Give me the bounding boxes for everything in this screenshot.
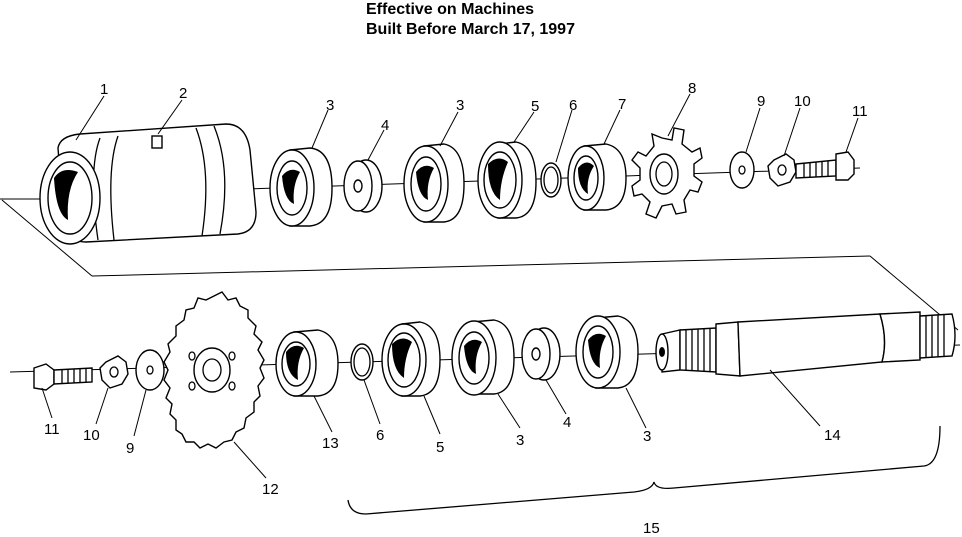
callout-top-3b: 3 [456,97,464,114]
diagram-title-line-2: Built Before March 17, 1997 [366,21,575,38]
housing-part-1 [39,123,257,245]
callout-bottom-4: 4 [563,414,571,431]
callout-bottom-13: 13 [322,435,339,452]
bearing-part-3-c [451,319,515,396]
lockwasher-part-10-b [99,355,129,389]
bearing-part-3-a [269,147,333,227]
top-callouts: 1 2 3 4 3 5 6 7 8 9 10 11 [100,80,868,134]
oring-part-6-a [540,162,562,198]
callout-top-11: 11 [852,103,868,120]
bearing-part-5-b [381,321,441,397]
callout-bottom-12: 12 [262,481,279,498]
callout-top-4: 4 [381,117,389,134]
lockwasher-part-10-a [767,153,797,187]
callout-bottom-3a: 3 [516,432,524,449]
callout-top-3a: 3 [326,97,334,114]
callout-top-2: 2 [179,85,187,102]
bolt-part-11-b [33,363,93,391]
washer-part-9-a [729,151,755,189]
bearing-part-3-b [403,143,465,223]
diagram-title-line-1: Effective on Machines [366,1,534,18]
shaft-part-14 [655,311,956,377]
callout-top-10: 10 [794,93,811,110]
top-callout-leaders [75,93,859,163]
callout-top-8: 8 [688,80,696,97]
callout-bottom-14: 14 [824,427,841,444]
spacer-part-4-a [343,159,383,213]
callout-top-1: 1 [100,81,108,98]
bottom-callout-leaders [41,369,821,479]
callout-bottom-3b: 3 [643,428,651,445]
callout-bottom-5: 5 [436,439,444,456]
bearing-part-5-a [477,141,537,219]
callout-assembly-15: 15 [643,520,660,537]
oring-part-6-b [350,343,374,381]
washer-part-9-b [135,349,165,391]
callout-top-9: 9 [757,93,765,110]
callout-bottom-10: 10 [83,427,100,444]
callout-top-5: 5 [531,98,539,115]
sprocket-part-12 [163,291,265,449]
seal-part-7 [567,143,627,211]
bottom-callouts: 11 10 9 12 13 6 5 3 4 3 14 [44,414,841,498]
bearing-part-3-d [575,315,639,389]
callout-top-6: 6 [569,97,577,114]
assembly-brace-15: 15 [347,425,941,537]
seal-part-13 [275,329,339,397]
spacer-part-4-b [521,327,561,381]
bolt-part-11-a [795,151,855,181]
callout-top-7: 7 [618,96,626,113]
callout-bottom-6: 6 [376,427,384,444]
sprocket-part-8 [631,127,703,219]
callout-bottom-11: 11 [44,421,60,438]
callout-bottom-9: 9 [126,440,134,457]
